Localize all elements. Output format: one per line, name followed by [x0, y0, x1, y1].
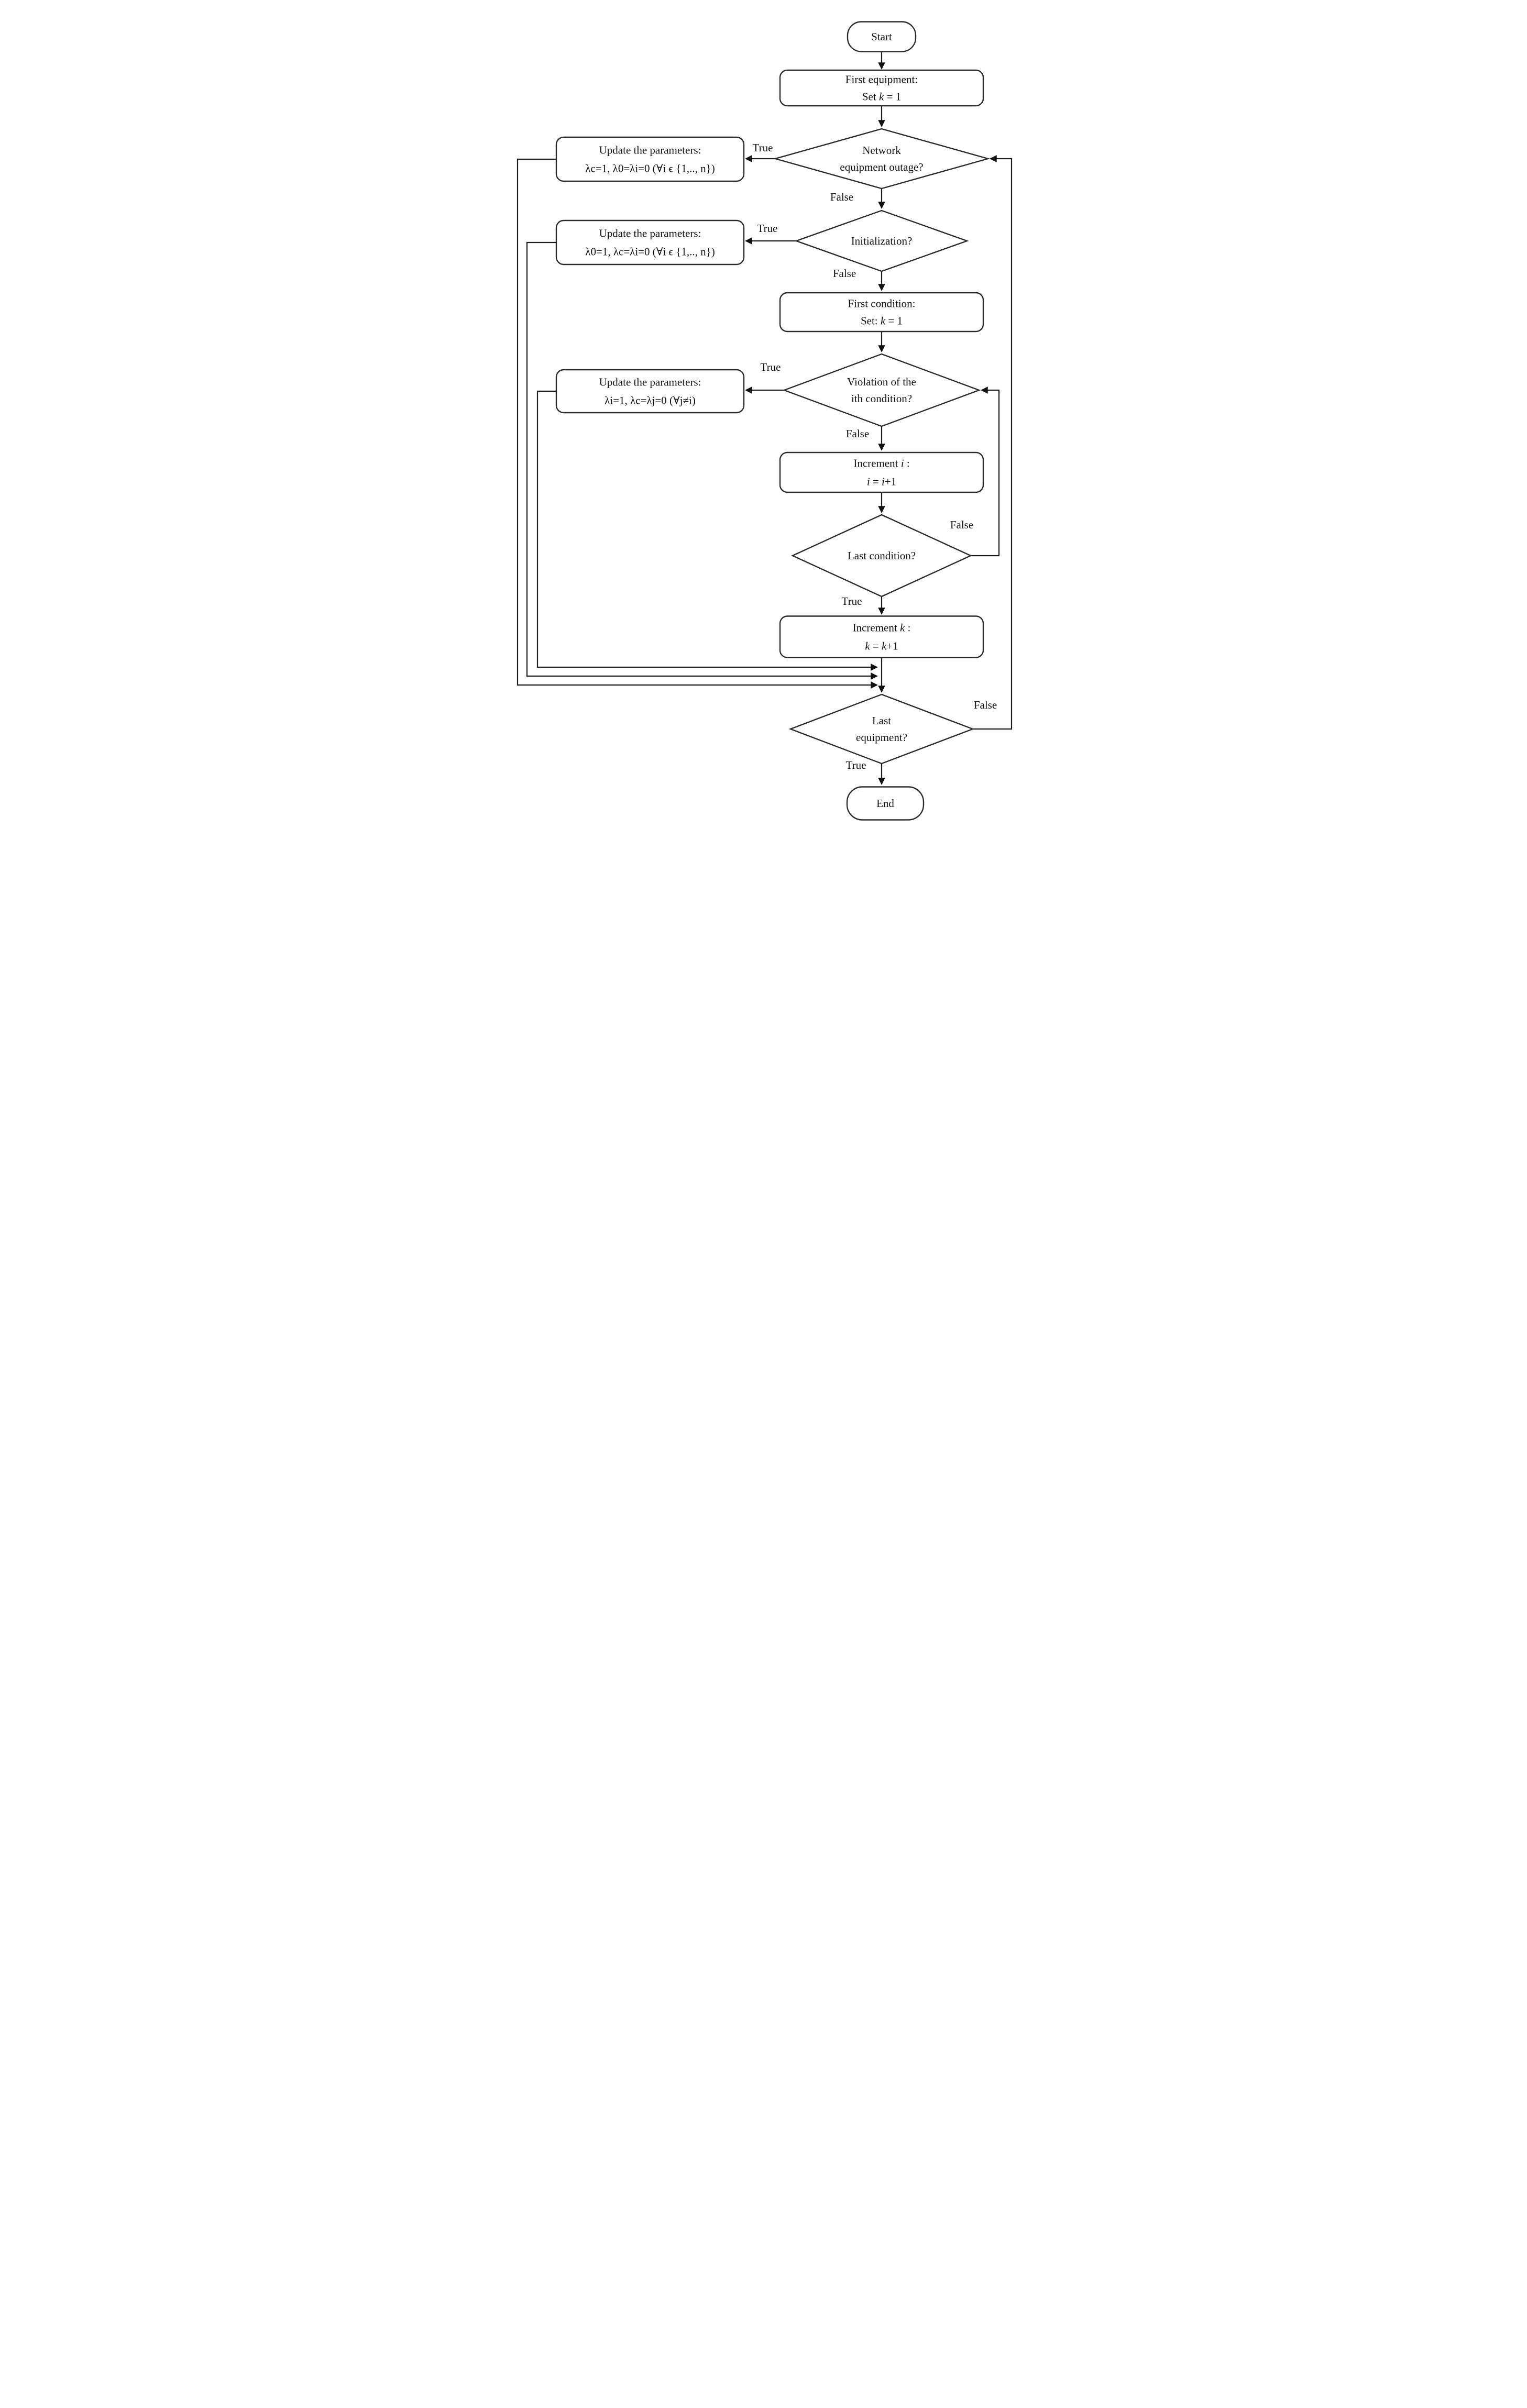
- violation-ith-condition-shape: [782, 353, 981, 427]
- edge-last-equipment-false-loop: [972, 155, 1012, 730]
- update-parameters-1-text-line-1: λc=1, λ0=λi=0 (∀i ϵ {1,.., n}): [585, 162, 715, 175]
- network-equipment-outage-shape: [773, 128, 990, 190]
- initialization-node: Initialization?: [794, 209, 969, 272]
- violation-true-label: True: [760, 361, 781, 373]
- update-parameters-1-shape: [555, 136, 744, 182]
- edge-last-condition-false-loop: [970, 386, 999, 557]
- network-equipment-outage-text-line-1: equipment outage?: [840, 161, 923, 173]
- first-condition-node: First condition: Set: k = 1: [779, 292, 984, 333]
- update-parameters-1-node: Update the parameters: λc=1, λ0=λi=0 (∀i …: [555, 136, 744, 182]
- update-parameters-1-text-line-0: Update the parameters:: [599, 144, 701, 157]
- initialization-false-label: False: [832, 267, 855, 280]
- increment-k-node: Increment k : k = k+1: [779, 615, 984, 658]
- update-parameters-2-text-line-1: λ0=1, λc=λi=0 (∀i ϵ {1,.., n}): [585, 246, 715, 258]
- last-equipment-node: Last equipment?: [788, 693, 974, 765]
- last-condition-text-line-0: Last condition?: [847, 549, 915, 562]
- first-condition-text-line-0: First condition:: [848, 297, 915, 310]
- first-equipment-text-line-1: Set k = 1: [862, 91, 900, 103]
- increment-i-text-line-0: Increment i :: [853, 457, 909, 470]
- last-equipment-shape: [788, 693, 974, 765]
- start-node: Start: [847, 21, 916, 52]
- network-equipment-outage-node: Network equipment outage?: [773, 128, 990, 190]
- violation-ith-condition-text-line-1: ith condition?: [851, 392, 911, 405]
- last-equipment-false-label: False: [973, 699, 996, 711]
- edges-layer: [517, 52, 1012, 785]
- update-parameters-3-node: Update the parameters: λi=1, λc=λj=0 (∀j≠…: [555, 369, 744, 414]
- first-equipment-shape: [779, 69, 984, 107]
- increment-k-text-line-1: k = k+1: [865, 640, 898, 653]
- initialization-true-label: True: [757, 222, 777, 235]
- increment-i-node: Increment i : i = i+1: [779, 451, 984, 493]
- initialization-text-line-0: Initialization?: [851, 235, 912, 247]
- edge-update-1-feedback: [517, 158, 878, 689]
- end-shape: [846, 786, 924, 821]
- increment-k-text-line-0: Increment k :: [852, 622, 910, 634]
- edge-update-3-feedback: [536, 390, 878, 671]
- update-parameters-3-text-line-0: Update the parameters:: [599, 376, 701, 389]
- initialization-shape: [794, 209, 969, 272]
- edge-update-2-feedback: [526, 241, 878, 680]
- update-parameters-3-shape: [555, 369, 744, 414]
- outage-true-label: True: [752, 141, 773, 154]
- update-parameters-2-node: Update the parameters: λ0=1, λc=λi=0 (∀i …: [555, 219, 744, 266]
- increment-i-shape: [779, 451, 984, 493]
- outage-false-label: False: [830, 191, 853, 203]
- violation-false-label: False: [845, 427, 869, 440]
- last-equipment-text-line-0: Last: [872, 714, 891, 727]
- last-condition-false-label: False: [950, 518, 973, 531]
- first-condition-text-line-1: Set: k = 1: [860, 315, 902, 327]
- start-shape: [847, 21, 916, 52]
- update-parameters-2-shape: [555, 219, 744, 266]
- last-condition-node: Last condition?: [790, 514, 972, 598]
- update-parameters-2-text-line-0: Update the parameters:: [599, 227, 701, 240]
- first-equipment-node: First equipment: Set k = 1: [779, 69, 984, 107]
- start-text-line-0: Start: [871, 30, 892, 43]
- update-parameters-3-text-line-1: λi=1, λc=λj=0 (∀j≠i): [605, 394, 696, 407]
- first-condition-shape: [779, 292, 984, 333]
- edge-labels-layer: TrueFalseTrueFalseTrueFalseFalseTrueFals…: [752, 141, 997, 771]
- increment-i-text-line-1: i = i+1: [866, 476, 896, 488]
- last-equipment-text-line-1: equipment?: [856, 731, 907, 744]
- end-text-line-0: End: [876, 797, 894, 810]
- increment-k-shape: [779, 615, 984, 658]
- last-equipment-true-label: True: [845, 759, 866, 771]
- violation-ith-condition-node: Violation of the ith condition?: [782, 353, 981, 427]
- end-node: End: [846, 786, 924, 821]
- violation-ith-condition-text-line-0: Violation of the: [847, 375, 916, 388]
- last-condition-true-label: True: [841, 595, 862, 607]
- first-equipment-text-line-0: First equipment:: [845, 73, 917, 86]
- network-equipment-outage-text-line-0: Network: [862, 144, 901, 157]
- last-condition-shape: [790, 514, 972, 598]
